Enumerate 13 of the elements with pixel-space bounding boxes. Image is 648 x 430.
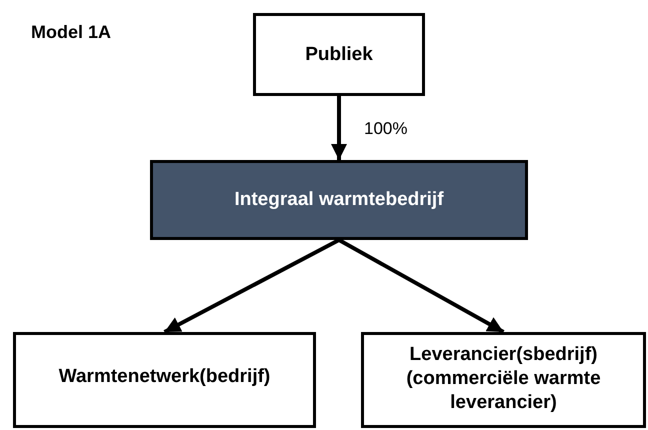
- box-text: Leverancier(sbedrijf): [410, 343, 598, 367]
- box-text: Publiek: [305, 42, 373, 66]
- arrow: [164, 238, 340, 334]
- diagram-title: Model 1A: [31, 21, 112, 44]
- process-box: [361, 332, 646, 428]
- arrow: [331, 96, 347, 160]
- box-text: Integraal warmtebedrijf: [234, 188, 444, 212]
- arrow: [338, 238, 504, 334]
- box-text: Warmtenetwerk(bedrijf): [58, 365, 270, 389]
- process-box: [253, 13, 425, 96]
- process-box: [13, 332, 316, 428]
- process-box: [150, 160, 528, 240]
- box-text: (commerciële warmte leverancier): [405, 366, 602, 414]
